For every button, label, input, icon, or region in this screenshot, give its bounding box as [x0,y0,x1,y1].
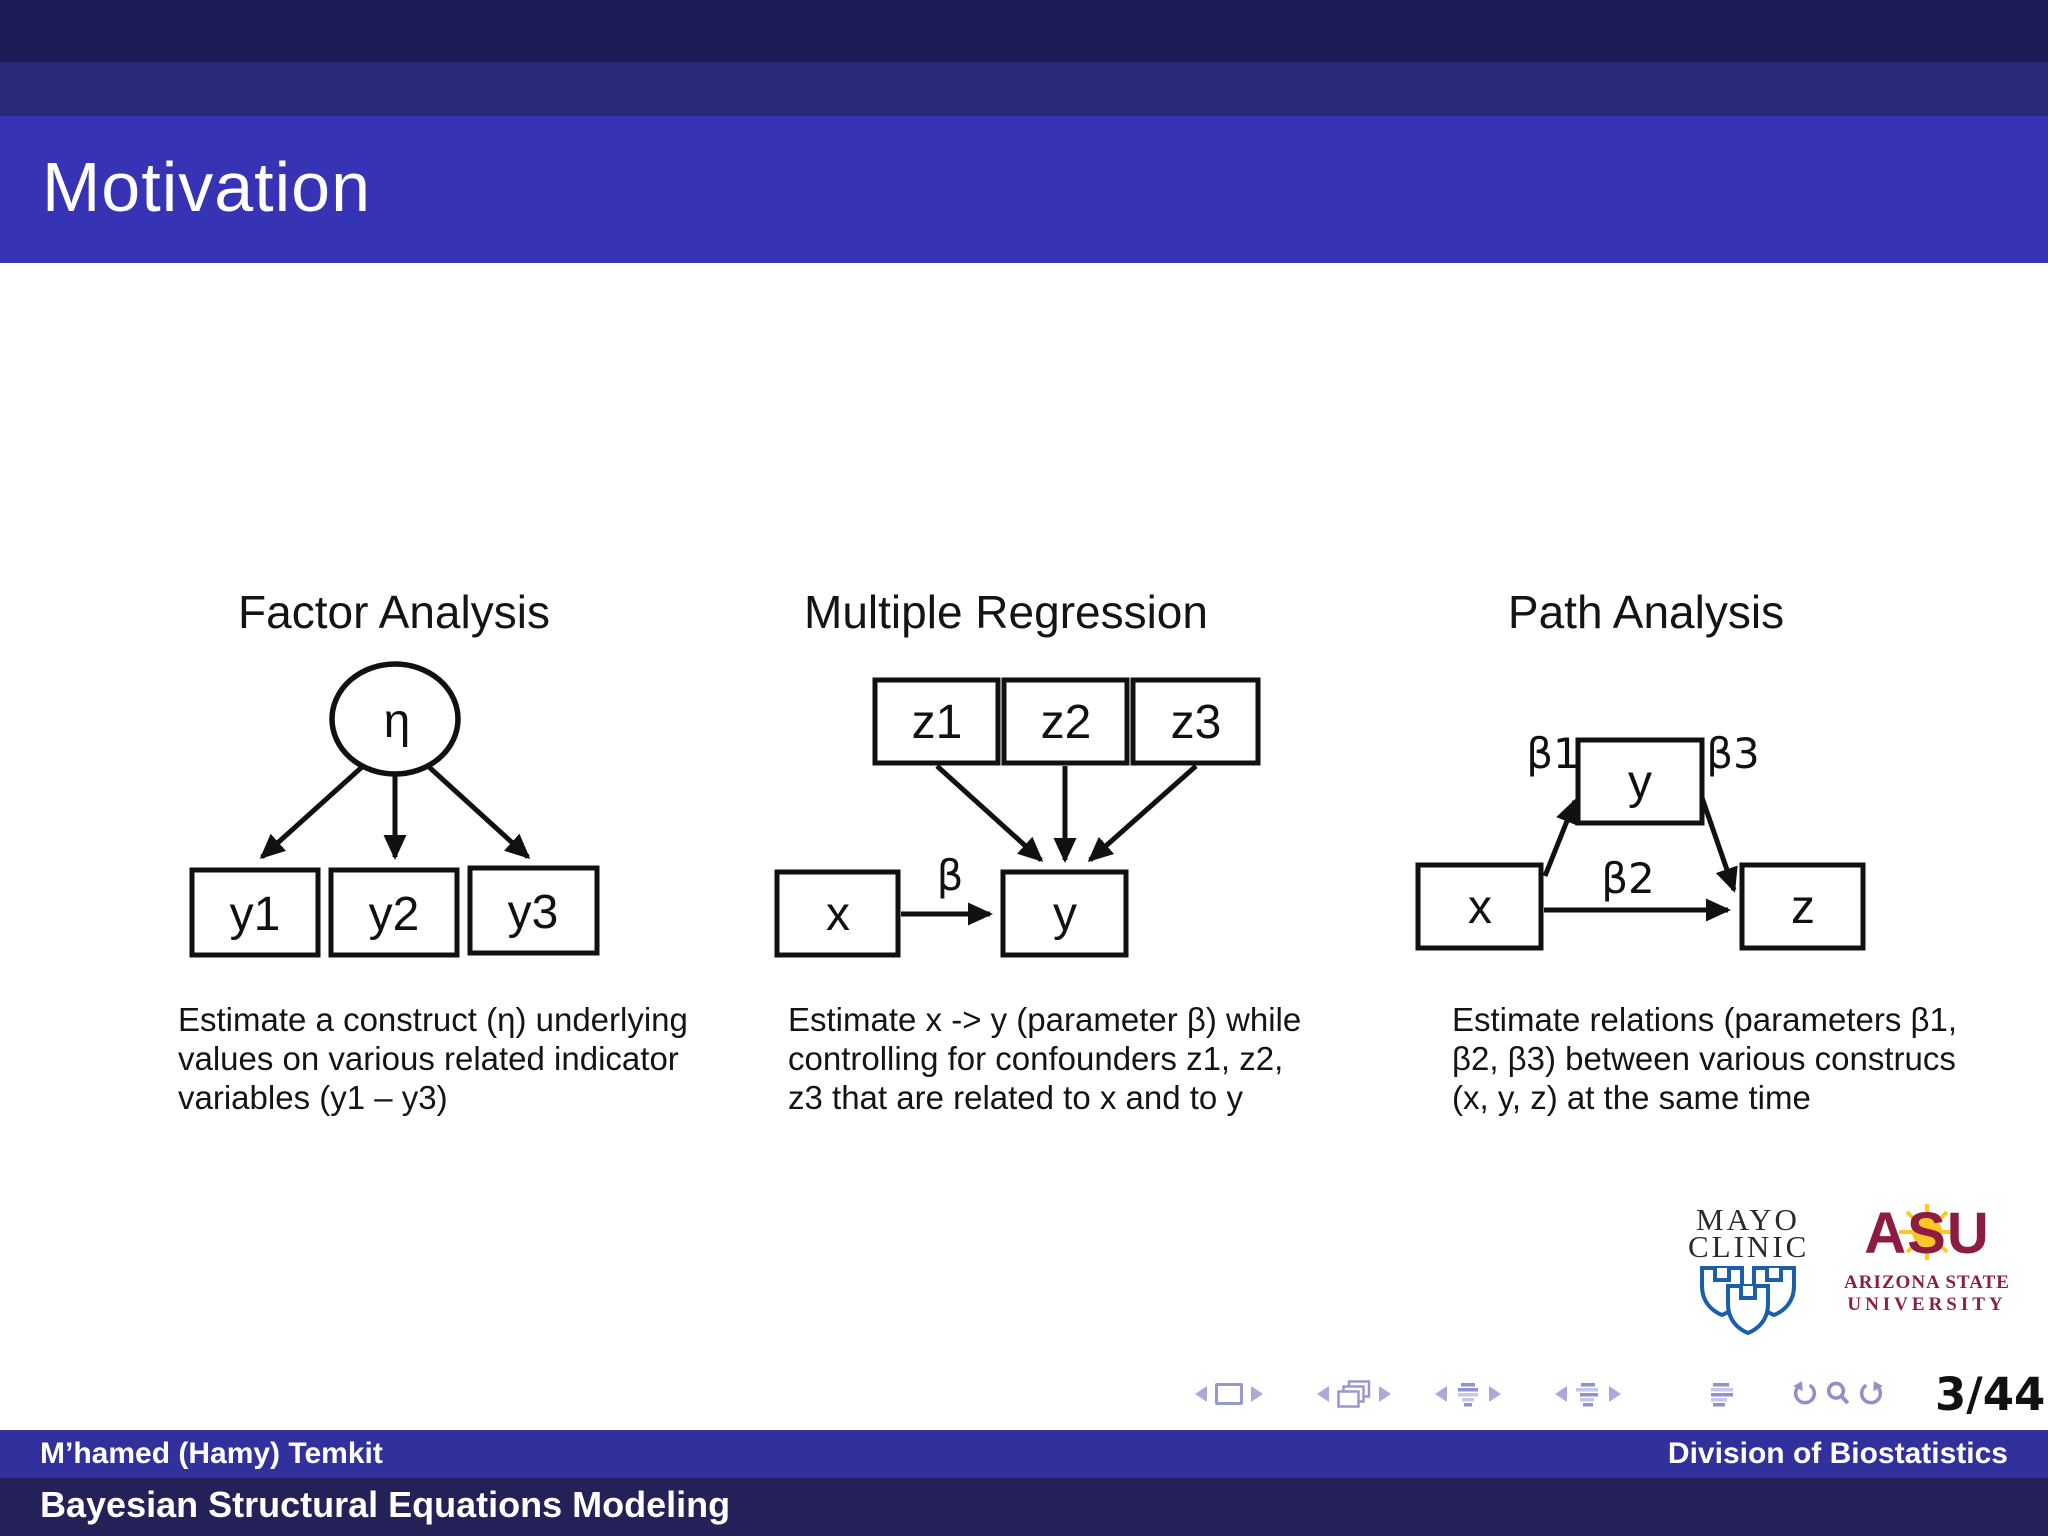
nav-prev-subsection-icon[interactable] [1555,1386,1567,1402]
label-x: x [826,888,850,941]
node-y2 [328,867,460,958]
label-z3: z3 [1171,696,1222,749]
node-y [1575,737,1705,826]
edge-factor-y3 [427,765,531,860]
label-beta: β [937,851,964,900]
header-band-mid [0,62,2048,116]
footer-talk-title: Bayesian Structural Equations Modeling [40,1483,731,1525]
nav-vcr-group [1791,1381,1885,1407]
node-y [1000,869,1129,958]
latent-node-eta [329,661,461,777]
node-z [1739,862,1866,951]
node-x [774,869,901,958]
footer-institute: Division of Biostatistics [1667,1437,2008,1470]
diagram-title-path-analysis: Path Analysis [1507,586,1785,638]
label-z1: z1 [912,696,963,749]
label-x: x [1468,881,1492,934]
nav-prev-frame-icon[interactable] [1195,1386,1207,1402]
label-beta3: β3 [1706,729,1760,778]
label-y: y [1053,888,1077,941]
nav-next-subsection-icon[interactable] [1609,1386,1621,1402]
path-analysis-diagram: y x z β1 β3 β2 [1415,729,1866,951]
nav-frame-icon[interactable] [1215,1383,1243,1405]
label-y2: y2 [369,888,420,941]
nav-section-icon[interactable] [1455,1382,1481,1407]
caption-multiple-regression: Estimate x -> y (parameter β) while cont… [788,1001,1302,1116]
nav-next-overlay-icon[interactable] [1379,1386,1391,1402]
page-number: 3/44 [1935,1367,2046,1421]
nav-frame-group [1195,1383,1263,1405]
caption-path-analysis: Estimate relations (parameters β1, β2, β… [1452,1001,1958,1116]
nav-subsection-group [1555,1382,1621,1407]
nav-forward-icon[interactable] [1857,1381,1885,1407]
nav-frames-icon[interactable] [1337,1379,1371,1409]
label-y1: y1 [230,888,281,941]
nav-next-section-icon[interactable] [1489,1386,1501,1402]
node-z2 [1001,677,1130,766]
frame-title-bar: Motivation [0,116,2048,263]
node-x [1415,862,1544,951]
node-z3 [1130,677,1261,766]
mayo-logo-line2: CLINIC [1688,1229,1810,1264]
navigation-bar: 3/44 [1195,1368,2045,1421]
diagram-title-multiple-regression: Multiple Regression [804,586,1208,638]
footer-title-bar: Bayesian Structural Equations Modeling [0,1478,2048,1536]
node-y3 [467,865,600,956]
edge-x-y [1542,798,1578,877]
nav-prev-section-icon[interactable] [1435,1386,1447,1402]
footer-author-bar: M’hamed (Hamy) Temkit Division of Biosta… [0,1430,2048,1478]
nav-subsection-icon[interactable] [1575,1382,1601,1407]
asu-sunburst-icon [1899,1204,1955,1260]
label-y3: y3 [508,886,559,939]
mayo-clinic-logo: MAYO CLINIC [1688,1202,1810,1355]
asu-acronym: ASU [1864,1201,1990,1266]
nav-frames-group [1317,1379,1391,1409]
node-z1 [872,677,1001,766]
label-z2: z2 [1041,696,1092,749]
node-y1 [189,867,321,958]
caption-factor-analysis: Estimate a construct (η) underlying valu… [178,1001,688,1116]
asu-logo: ASU ARIZONA STATE UNIVERSITY [1842,1198,2012,1316]
label-beta2: β2 [1601,854,1655,903]
label-z: z [1791,881,1815,934]
label-beta1: β1 [1526,729,1580,778]
label-y: y [1628,756,1652,809]
nav-find-icon[interactable] [1825,1381,1851,1407]
edge-y-z [1697,791,1738,893]
mayo-shields-icon [1700,1266,1796,1336]
nav-next-frame-icon[interactable] [1251,1386,1263,1402]
asu-logo-line2: UNIVERSITY [1847,1294,2007,1315]
footer-author: M’hamed (Hamy) Temkit [40,1437,383,1470]
page-title: Motivation [42,147,372,226]
label-eta: η [384,695,411,748]
factor-analysis-diagram: η y1 y2 y3 [189,661,600,958]
asu-wordmark: ASU [1842,1198,2012,1270]
edge-z3-y [1087,764,1198,862]
diagram-title-factor-analysis: Factor Analysis [238,586,550,638]
mayo-logo-line1: MAYO [1696,1202,1800,1237]
edge-z1-y [935,764,1044,863]
asu-logo-line1: ARIZONA STATE [1844,1272,2010,1293]
nav-appendix-icon[interactable] [1709,1382,1735,1407]
nav-section-group [1435,1382,1501,1407]
nav-back-icon[interactable] [1791,1381,1819,1407]
multiple-regression-diagram: z1 z2 z3 x y β [774,677,1261,958]
nav-prev-overlay-icon[interactable] [1317,1386,1329,1402]
edge-factor-y1 [259,765,364,860]
header-band-dark [0,0,2048,62]
